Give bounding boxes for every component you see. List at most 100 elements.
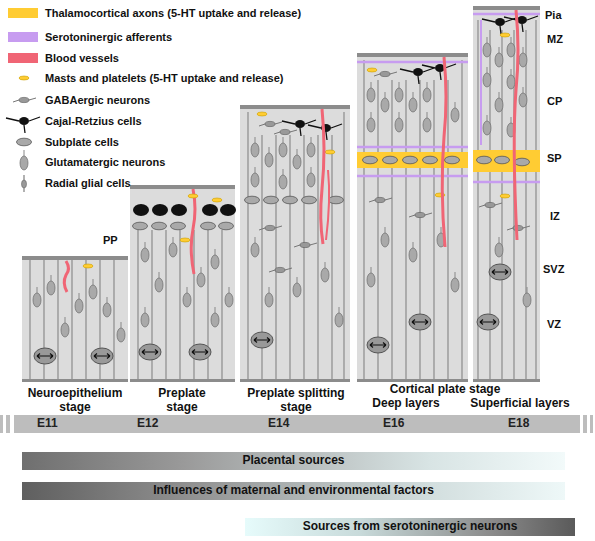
panel-preplate — [220, 204, 236, 216]
timeline-bar: E11E12E14E16E18 — [14, 415, 580, 433]
legend-samples — [13, 97, 36, 102]
panel-cortical-deep — [445, 156, 460, 164]
panel-preplate — [152, 222, 167, 230]
panel-cortical-deep — [395, 112, 403, 132]
panel-preplate — [130, 187, 235, 382]
panel-neuroepithelium — [75, 293, 83, 313]
panel-preplate — [130, 185, 236, 382]
panel-preplate-splitting — [259, 121, 282, 126]
stage-label: Preplate stage — [150, 386, 214, 414]
source-bar: Influences of maternal and environmental… — [22, 482, 565, 500]
panel-preplate — [191, 189, 195, 274]
panel-preplate — [155, 272, 163, 292]
panel-cortical-superficial — [473, 13, 540, 16]
panel-cortical-deep — [367, 112, 375, 132]
panel-cortical-deep — [423, 82, 431, 102]
panel-neuroepithelium — [30, 260, 114, 379]
panel-preplate-splitting — [251, 167, 259, 187]
panel-neuroepithelium — [61, 317, 69, 337]
stage-label: Cortical plate stage — [360, 382, 530, 396]
legend-text: Blood vessels — [45, 52, 119, 64]
panel-cortical-deep — [367, 337, 389, 353]
panel-preplate — [130, 185, 235, 189]
legend-text: Cajal-Retzius cells — [45, 115, 142, 127]
source-bar: Placental sources — [22, 452, 565, 470]
panel-preplate-splitting — [248, 112, 344, 379]
panel-preplate-splitting — [265, 287, 273, 307]
panel-cortical-superficial — [519, 87, 527, 107]
layer-label: Pia — [545, 9, 562, 21]
panel-cortical-superficial — [483, 37, 491, 57]
panel-preplate-splitting — [240, 379, 350, 382]
panel-neuroepithelium — [117, 322, 125, 342]
panel-cortical-superficial — [482, 18, 516, 34]
legend-samples — [20, 150, 28, 170]
radial-glia-sample — [22, 180, 27, 188]
panel-cortical-deep — [423, 112, 431, 132]
panel-cortical-superficial — [507, 37, 515, 57]
panel-neuroepithelium — [22, 258, 128, 382]
panel-preplate — [171, 222, 186, 230]
panel-preplate — [211, 249, 219, 269]
bar-text: Influences of maternal and environmental… — [22, 484, 565, 498]
panel-preplate — [133, 204, 149, 216]
timeline-ends — [590, 415, 593, 433]
panel-preplate-splitting — [294, 242, 317, 247]
timeline-ends — [6, 415, 10, 433]
stage-label: Deep layers — [360, 396, 452, 410]
panel-cortical-deep — [409, 242, 417, 262]
panel-preplate-splitting — [274, 129, 297, 134]
panel-cortical-deep — [357, 175, 468, 178]
panel-cortical-deep — [409, 314, 431, 330]
panel-preplate-splitting — [335, 307, 343, 327]
stage-label: Superficial layers — [450, 396, 590, 410]
panel-cortical-superficial — [495, 156, 510, 164]
panel-cortical-superficial — [473, 379, 540, 382]
panel-preplate-splitting — [283, 196, 298, 204]
time-label: E14 — [268, 417, 289, 431]
panel-preplate-splitting — [240, 107, 350, 382]
panel-neuroepithelium — [89, 279, 97, 299]
panel-preplate-splitting — [264, 196, 279, 204]
panel-preplate-splitting — [329, 196, 344, 204]
panel-cortical-deep — [367, 68, 377, 72]
layer-label: SVZ — [543, 263, 564, 275]
source-bar: Sources from serotoninergic neurons — [245, 518, 575, 536]
panel-preplate-splitting — [251, 237, 259, 257]
legend-text: Serotoninergic afferents — [45, 31, 172, 43]
legend-text: Radial glial cells — [45, 177, 131, 189]
panel-cortical-deep — [357, 61, 468, 64]
panel-preplate-splitting — [293, 149, 301, 169]
panel-preplate-splitting — [251, 137, 259, 157]
panel-preplate-splitting — [269, 267, 292, 272]
panel-preplate-splitting — [257, 112, 267, 116]
panel-preplate — [212, 198, 222, 202]
panel-preplate — [133, 222, 148, 230]
panel-preplate-splitting — [259, 225, 282, 230]
legend-text: GABAergic neurons — [45, 94, 150, 106]
panel-preplate-splitting — [302, 196, 317, 204]
bar-text: Sources from serotoninergic neurons — [245, 520, 575, 534]
panel-preplate-splitting — [245, 196, 260, 204]
panel-cortical-deep — [381, 92, 389, 112]
panel-cortical-superficial — [495, 237, 503, 257]
panel-cortical-deep — [451, 102, 459, 122]
panel-cortical-superficial — [519, 47, 527, 67]
panel-cortical-superficial — [473, 8, 540, 382]
panel-cortical-deep — [395, 82, 403, 102]
panel-cortical-deep — [442, 57, 446, 247]
panel-preplate — [180, 238, 190, 242]
panel-cortical-deep — [409, 212, 432, 217]
panel-cortical-superficial — [480, 20, 482, 145]
panel-cortical-superficial — [477, 156, 492, 164]
legend-text: Subplate cells — [45, 136, 119, 148]
legend-text: Thalamocortical axons (5-HT uptake and r… — [45, 7, 301, 19]
legend-samples — [19, 76, 29, 80]
panel-cortical-deep — [381, 227, 389, 247]
panel-preplate — [189, 344, 211, 360]
panel-preplate-splitting — [240, 105, 350, 382]
panel-cortical-deep — [367, 267, 375, 287]
panel-preplate — [211, 307, 219, 327]
panel-cortical-deep — [403, 156, 418, 164]
timeline-ends — [0, 415, 3, 433]
